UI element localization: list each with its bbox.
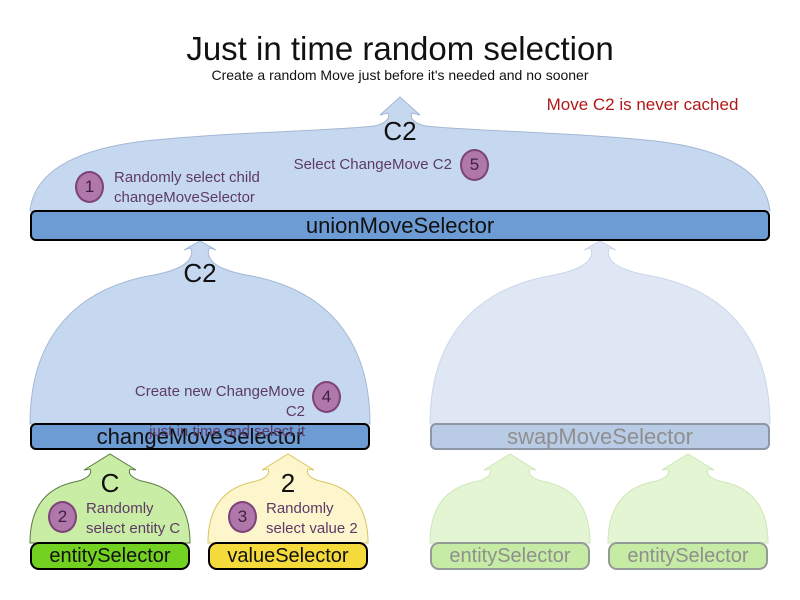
step-3-note-line2: select value 2 — [266, 520, 358, 537]
step-2-note-line2: select entity C — [86, 520, 181, 537]
faded-entity-selector-bar-2: entitySelector — [608, 542, 768, 570]
change-move-selector-bar: changeMoveSelector — [30, 423, 370, 450]
step-3-note: Randomly select value 2 — [266, 499, 358, 539]
step-1-note-line1: Randomly select child — [114, 169, 260, 186]
diagram-subtitle: Create a random Move just before it's ne… — [211, 67, 589, 83]
entity-selector-bar: entitySelector — [30, 542, 190, 570]
union-move-selector-bar: unionMoveSelector — [30, 210, 770, 241]
step-5-badge: 5 — [460, 149, 489, 181]
step-2-note: Randomly select entity C — [86, 499, 180, 539]
step-4-note-line1: Create new ChangeMove C2 — [134, 383, 305, 420]
step-1-note: Randomly select child changeMoveSelector — [114, 168, 260, 208]
step-4-note-line2: just in time and select it — [149, 423, 305, 440]
step-2-note-line1: Randomly — [86, 500, 154, 517]
step-5-note: Select ChangeMove C2 — [293, 156, 452, 173]
cache-note: Move C2 is never cached — [546, 95, 739, 114]
step-3-badge: 3 — [228, 501, 257, 533]
entity-output-label: C — [100, 468, 120, 498]
step-3-note-line1: Randomly — [266, 500, 334, 517]
step-1-badge: 1 — [75, 171, 104, 203]
faded-entity-mound-2-shape — [607, 453, 769, 544]
diagram-title: Just in time random selection — [186, 30, 614, 67]
swap-move-selector-bar: swapMoveSelector — [430, 423, 770, 450]
step-2-badge: 2 — [48, 501, 77, 533]
step-4-note: Create new ChangeMove C2 just in time an… — [123, 382, 305, 442]
step-4-badge: 4 — [312, 381, 341, 413]
value-selector-bar: valueSelector — [208, 542, 368, 570]
faded-entity-selector-bar-1: entitySelector — [430, 542, 590, 570]
union-mound-shape — [29, 96, 771, 212]
faded-entity-mound-1-shape — [429, 453, 591, 544]
union-output-label: C2 — [383, 116, 417, 146]
swap-mound-shape — [429, 240, 771, 425]
step-1-note-line2: changeMoveSelector — [114, 189, 255, 206]
value-output-label: 2 — [280, 468, 296, 498]
change-mound-shape — [29, 240, 371, 425]
change-output-label: C2 — [183, 258, 217, 288]
